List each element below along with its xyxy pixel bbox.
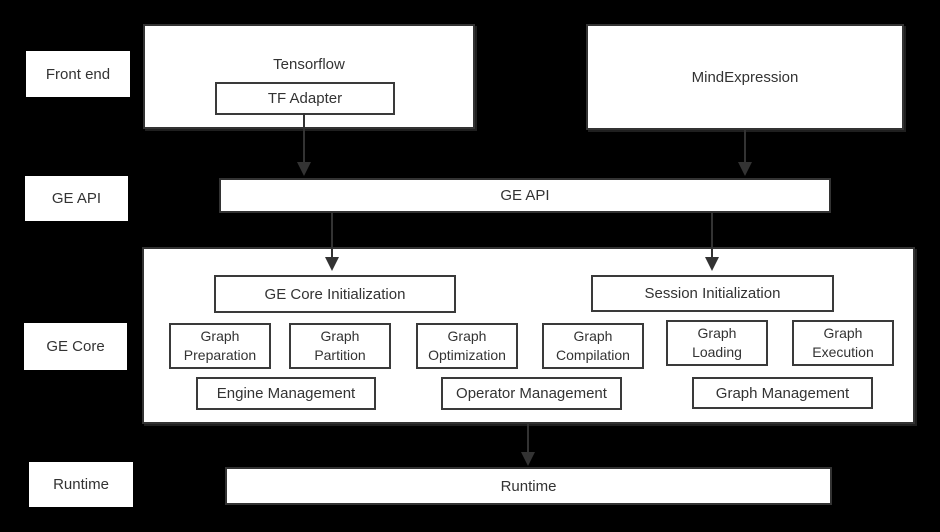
arrow-ge-core-to-runtime <box>521 424 535 466</box>
ge-core-initialization-box: GE Core Initialization <box>214 275 456 313</box>
arrow-ge-api-to-session-initialization <box>705 213 719 271</box>
arrow-tf-adapter-to-ge-api <box>297 113 311 176</box>
tensorflow-title: Tensorflow <box>273 56 345 73</box>
arrow-shaft <box>527 424 529 452</box>
ge-core-panel: GE Core Initialization Session Initializ… <box>142 247 915 424</box>
engine-management-box: Engine Management <box>196 377 376 410</box>
arrow-head-icon <box>705 257 719 271</box>
ge-api-bar: GE API <box>219 178 831 213</box>
graph-partition-box: Graph Partition <box>289 323 391 369</box>
arrow-shaft <box>331 213 333 257</box>
graph-compilation-box: Graph Compilation <box>542 323 644 369</box>
graph-optimization-box: Graph Optimization <box>416 323 518 369</box>
row-label-ge-core: GE Core <box>24 323 127 370</box>
graph-loading-box: Graph Loading <box>666 320 768 366</box>
graph-management-box: Graph Management <box>692 377 873 409</box>
arrow-head-icon <box>325 257 339 271</box>
arrow-head-icon <box>521 452 535 466</box>
runtime-bar: Runtime <box>225 467 832 505</box>
arrow-head-icon <box>738 162 752 176</box>
tf-adapter-box: TF Adapter <box>215 82 395 115</box>
arrow-ge-api-to-ge-core-initialization <box>325 213 339 271</box>
mind-expression-panel: MindExpression <box>586 24 904 130</box>
operator-management-box: Operator Management <box>441 377 622 410</box>
graph-preparation-box: Graph Preparation <box>169 323 271 369</box>
arrow-shaft <box>303 113 305 162</box>
session-initialization-box: Session Initialization <box>591 275 834 312</box>
graph-execution-box: Graph Execution <box>792 320 894 366</box>
arrow-mind-expression-to-ge-api <box>738 130 752 176</box>
arrow-shaft <box>744 130 746 162</box>
row-label-ge-api: GE API <box>25 176 128 221</box>
arrow-head-icon <box>297 162 311 176</box>
row-label-front-end: Front end <box>26 51 130 97</box>
tensorflow-panel: Tensorflow TF Adapter <box>143 24 475 129</box>
arrow-shaft <box>711 213 713 257</box>
row-label-runtime: Runtime <box>29 462 133 507</box>
